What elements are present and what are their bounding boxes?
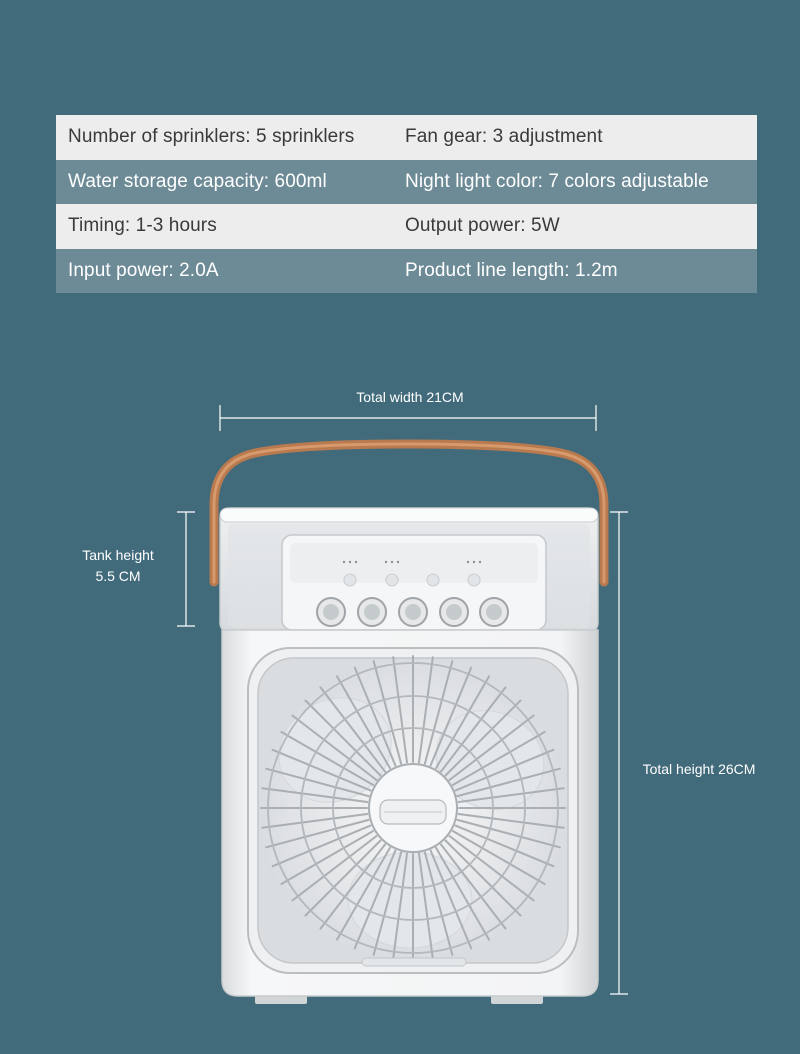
- grille-spoke: [319, 686, 386, 773]
- grille-spoke: [423, 851, 454, 956]
- grille-spoke: [451, 731, 546, 786]
- grille-spoke: [261, 813, 369, 829]
- width-dimension-line: [219, 405, 597, 431]
- spec-row: Water storage capacity: 600ml Night ligh…: [56, 159, 757, 204]
- fan-blades: [278, 697, 545, 949]
- grille-spoke: [353, 666, 397, 767]
- grille-spoke: [336, 846, 391, 941]
- total-height-dimension-line: [610, 511, 628, 995]
- grille-spoke: [319, 843, 386, 930]
- grille-spoke: [444, 699, 522, 777]
- grille-spoke: [440, 686, 507, 773]
- spec-row: Number of sprinklers: 5 sprinklers Fan g…: [56, 115, 757, 160]
- grille-spoke: [454, 748, 555, 792]
- grille-spoke: [336, 675, 391, 770]
- grille-spoke: [429, 666, 473, 767]
- grille-spoke: [457, 813, 565, 829]
- grille-spoke: [265, 818, 370, 849]
- grille-spoke: [429, 849, 473, 950]
- grille-spoke: [418, 852, 434, 960]
- grille-spoke: [271, 748, 372, 792]
- fan-grille-rings: [267, 662, 559, 954]
- grille-spoke: [454, 824, 555, 868]
- spec-line-length: Product line length: 1.2m: [405, 259, 618, 281]
- spec-row: Timing: 1-3 hours Output power: 5W: [56, 204, 757, 249]
- tank-height-dimension-line: [177, 511, 195, 627]
- tank-height-label-line1: Tank height: [82, 547, 154, 563]
- tank-height-label: Tank height 5.5 CM: [58, 545, 178, 587]
- grille-spoke: [304, 699, 382, 777]
- width-dimension-label: Total width 21CM: [356, 389, 464, 405]
- grille-spoke: [372, 851, 403, 956]
- spec-water-capacity: Water storage capacity: 600ml: [68, 170, 327, 192]
- height-dimension-label: Total height 26CM: [642, 761, 756, 777]
- grille-spoke: [261, 787, 369, 803]
- grille-spoke: [271, 824, 372, 868]
- fan-grille-spokes: [260, 655, 566, 961]
- spec-input-power: Input power: 2.0A: [68, 259, 219, 281]
- grille-spoke: [435, 846, 490, 941]
- grille-spoke: [423, 660, 454, 765]
- grille-spoke: [448, 714, 535, 781]
- grille-spoke: [265, 767, 370, 798]
- grille-spoke: [456, 818, 561, 849]
- spec-output-power: Output power: 5W: [405, 215, 560, 237]
- grille-spoke: [418, 656, 434, 764]
- grille-spoke: [456, 767, 561, 798]
- grille-spoke: [451, 830, 546, 885]
- grille-spoke: [304, 839, 382, 917]
- grille-spoke: [448, 835, 535, 902]
- light-strip: [361, 957, 467, 967]
- spec-timing: Timing: 1-3 hours: [68, 215, 217, 237]
- grille-spoke: [280, 830, 375, 885]
- grille-spoke: [372, 660, 403, 765]
- grille-spoke: [353, 849, 397, 950]
- grille-spoke: [291, 835, 378, 902]
- grille-spoke: [392, 852, 408, 960]
- grille-spoke: [280, 731, 375, 786]
- control-knob-icon: [316, 597, 509, 627]
- grille-spoke: [291, 714, 378, 781]
- indicator-dots-icon: [342, 560, 482, 564]
- grille-spoke: [440, 843, 507, 930]
- grille-spoke: [435, 675, 490, 770]
- grille-spoke: [444, 839, 522, 917]
- spec-table: Number of sprinklers: 5 sprinklers Fan g…: [56, 115, 757, 293]
- spec-fan-gear: Fan gear: 3 adjustment: [405, 126, 603, 148]
- spec-row: Input power: 2.0A Product line length: 1…: [56, 248, 757, 293]
- spec-sprinklers: Number of sprinklers: 5 sprinklers: [68, 126, 355, 148]
- tank-height-label-line2: 5.5 CM: [95, 568, 141, 584]
- spec-night-light: Night light color: 7 colors adjustable: [405, 170, 709, 192]
- grille-spoke: [392, 656, 408, 764]
- grille-spoke: [457, 787, 565, 803]
